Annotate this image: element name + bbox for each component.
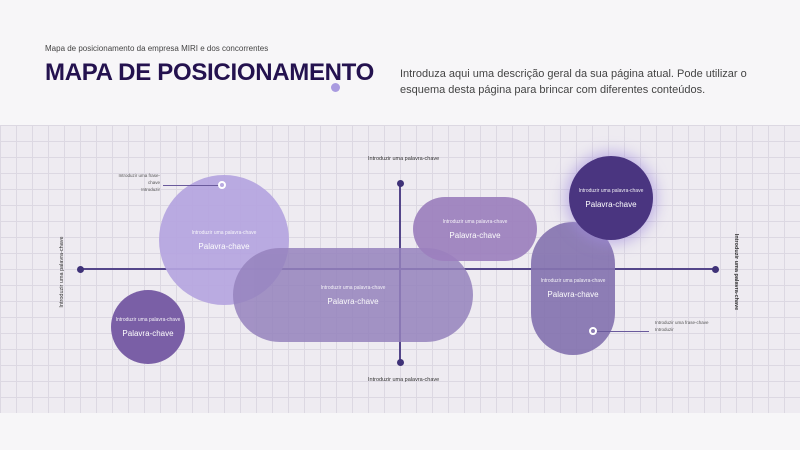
bubble-label: Palavra-chave: [122, 328, 174, 338]
title-dot: [331, 83, 340, 92]
axis-end-dot: [397, 180, 404, 187]
bubble-label: Palavra-chave: [327, 296, 379, 306]
axis-end-dot: [397, 359, 404, 366]
subtitle: Mapa de posicionamento da empresa MIRI e…: [45, 44, 269, 53]
bubble-label: Palavra-chave: [547, 290, 599, 299]
axis-label-top: Introduzir uma palavra-chave: [368, 156, 440, 162]
page-title: MAPA DE POSICIONAMENTO: [45, 59, 374, 86]
bubble-subtitle: Introduzir uma palavra-chave: [320, 284, 386, 291]
callout-marker[interactable]: [589, 327, 597, 335]
callout-marker[interactable]: [218, 181, 226, 189]
callout-line: [597, 331, 649, 332]
bubble-subtitle: Introduzir uma palavra-chave: [578, 187, 644, 194]
bubble-label: Palavra-chave: [585, 199, 637, 209]
bubble-subtitle: Introduzir uma palavra-chave: [191, 229, 257, 236]
axis-label-left: Introduzir uma palavra-chave: [59, 236, 65, 308]
bubble-subtitle: Introduzir uma palavra-chave: [115, 316, 181, 323]
callout-line1: Introduzir uma frase-chave: [118, 173, 160, 185]
axis-label-bottom: Introduzir uma palavra-chave: [368, 377, 440, 383]
bubble-label: Palavra-chave: [198, 241, 250, 251]
callout-line2: Introduzir: [655, 327, 674, 332]
bubble-subtitle: Introduzir uma palavra-chave: [540, 278, 606, 284]
axis-end-dot: [712, 266, 719, 273]
axis-end-dot: [77, 266, 84, 273]
description: Introduza aqui uma descrição geral da su…: [400, 68, 747, 96]
bubble-label: Palavra-chave: [449, 230, 501, 240]
axis-label-right: Introduzir uma palavra-chave: [733, 233, 739, 311]
callout-line1: Introduzir uma frase-chave: [655, 320, 709, 325]
callout-line2: Introduzir: [141, 187, 160, 192]
callout-line: [163, 185, 219, 186]
bubble-subtitle: Introduzir uma palavra-chave: [442, 218, 508, 225]
